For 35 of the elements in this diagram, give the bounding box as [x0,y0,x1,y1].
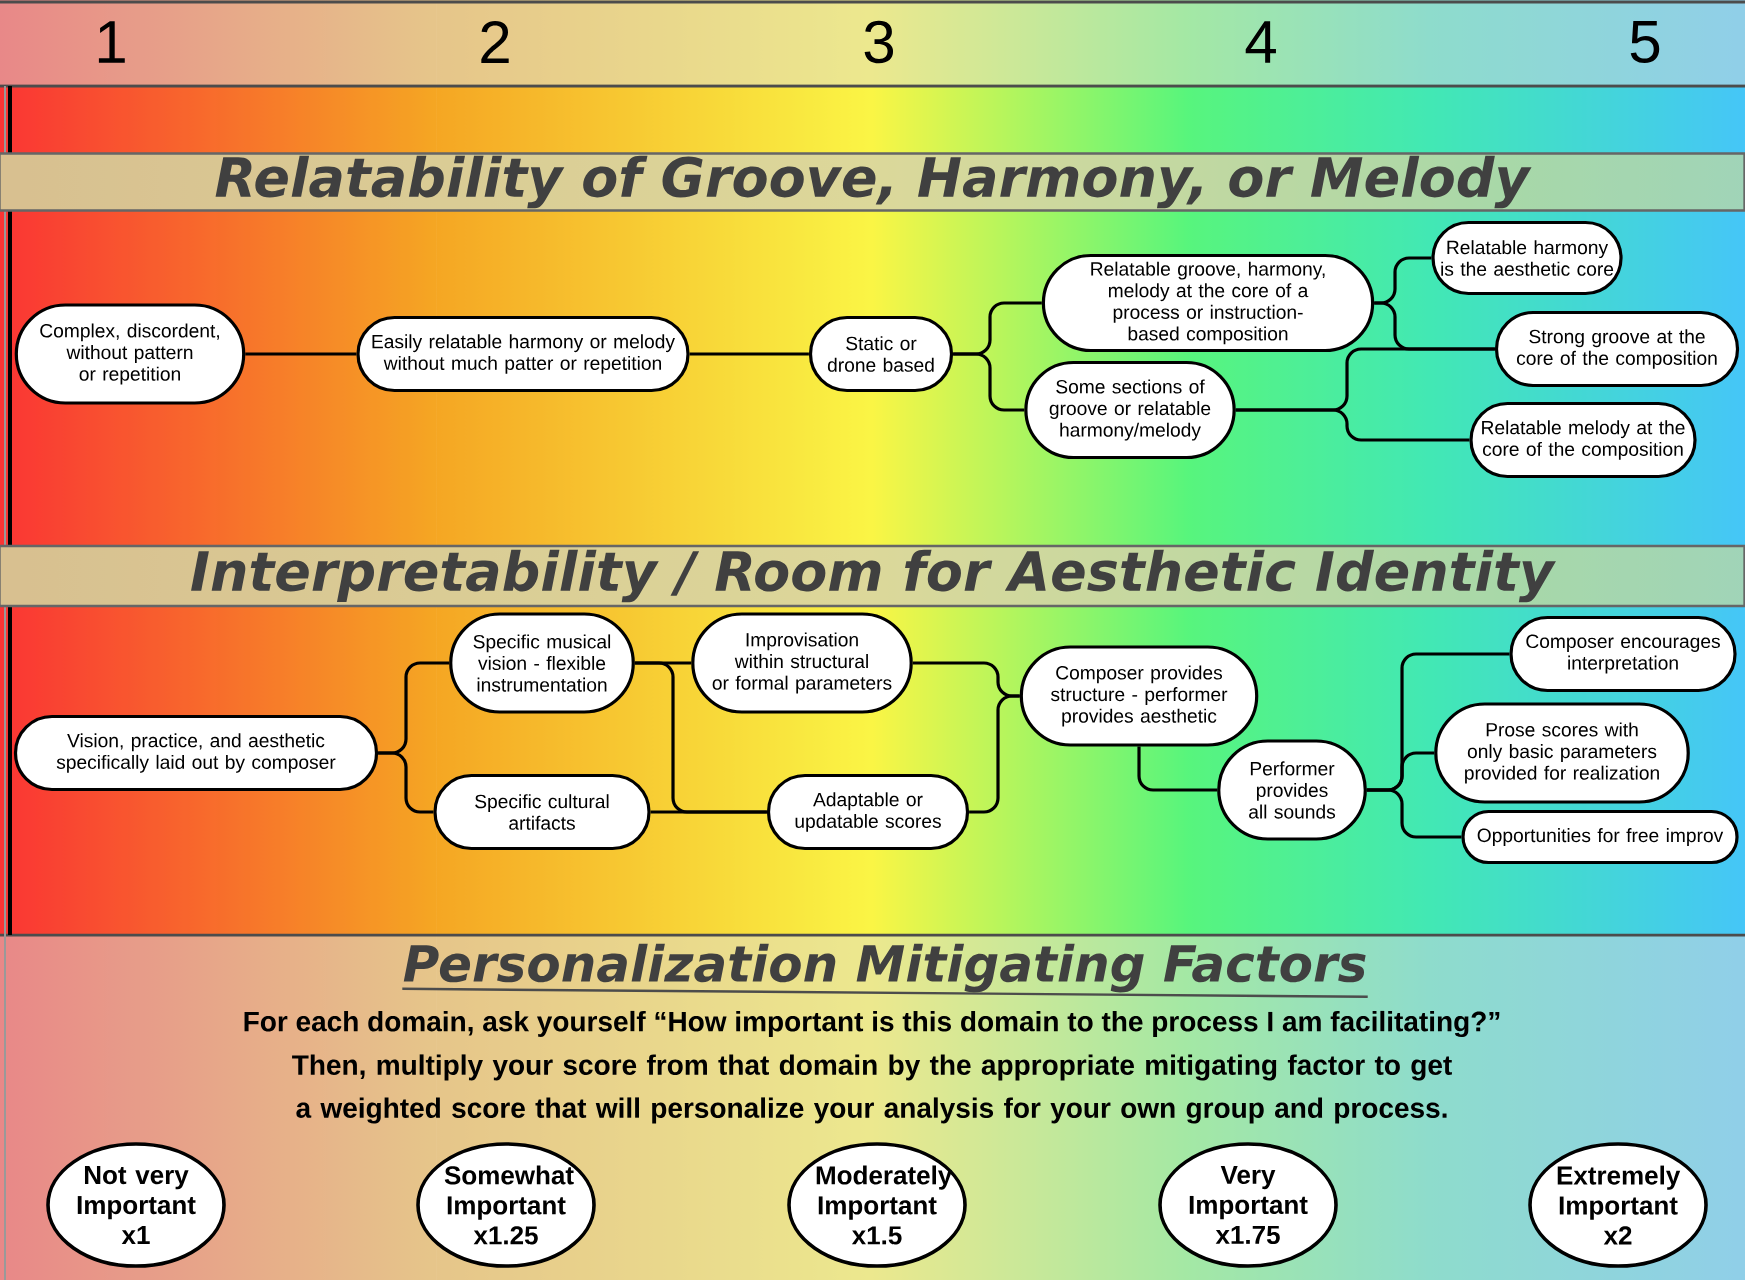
rounded-box: Relatable melody at the core of the composition [1469,401,1697,479]
instruction-text: For each domain, ask yourself “How important is this domain to the process I am facilitating?” [244,1010,1500,1038]
rounded-box: Complex, discordent, without pattern or repetition [14,303,246,405]
rounded-box: Relatable harmony is the aesthetic core [1431,220,1623,296]
connector-line [1137,746,1218,792]
rounded-box: Specific cultural artifacts [433,773,651,851]
scale-number: 1 [98,21,125,63]
rounded-box: Relatable groove, harmony, melody at the core of a process or instruction-based composition [1041,253,1375,353]
connector-line [1366,788,1462,839]
rounded-box: Prose scores with only basic parameters provided for realization [1434,702,1690,804]
connector-line [953,352,1025,412]
connector-line [1235,408,1470,442]
scale-number: 3 [864,20,894,64]
rounded-box: Vision, practice, and aesthetic specifically laid out by composer [13,714,379,792]
rounded-box: Improvisation within structural or formal parameters [691,612,913,714]
rounded-box: Strong groove at the core of the composition [1494,310,1740,388]
rounded-box: Adaptable or updatable scores [766,773,970,851]
rounded-box: Static or drone based [808,315,954,393]
rounded-box: Composer provides structure - performer provides aesthetic [1019,645,1259,747]
section-band: Relatability of Groove, Harmony, or Melody [0,152,1745,212]
section-heading: Personalization Mitigating Factors [402,943,1368,998]
connector-line [689,352,809,356]
scale-number: 2 [481,21,509,63]
rounded-box: Performer provides all sounds [1217,739,1367,841]
rounded-box: Some sections of groove or relatable harmony/melody [1024,360,1236,460]
scale-number: 5 [1630,21,1660,63]
instruction-text: Then, multiply your score from that domain by the appropriate mitigating factor to get a weighted score that will personalize your analysis for your own group and process. [292,1054,1452,1124]
section-band: Interpretability / Room for Aesthetic Identity [0,544,1745,608]
connector-line [650,810,767,814]
rounded-box: Composer encourages interpretation [1509,615,1737,693]
rounded-box: Opportunities for free improv [1461,809,1739,865]
connector-line [969,694,1020,814]
connector-line [245,352,357,356]
scale-number: 4 [1245,21,1276,63]
rounded-box: Easily relatable harmony or melody without much patter or repetition [356,315,690,393]
